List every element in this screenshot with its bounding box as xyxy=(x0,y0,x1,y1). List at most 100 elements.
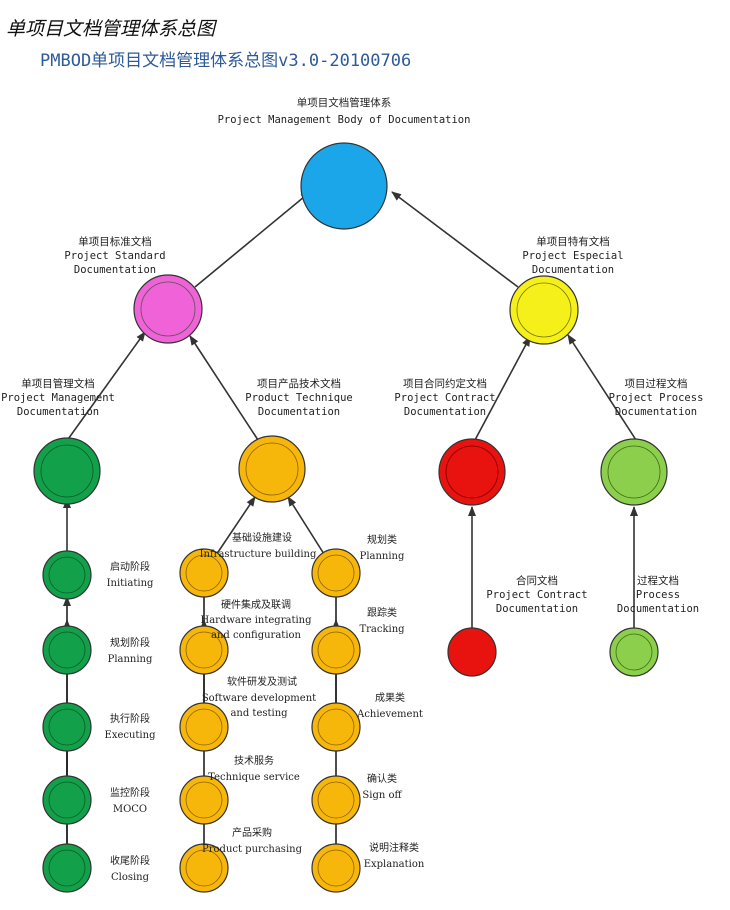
page-subheading: PMBOD单项目文档管理体系总图v3.0-20100706 xyxy=(40,51,412,71)
arrow-contract-to-especial xyxy=(474,336,531,441)
standard-node: 单项目标准文档 Project Standard Documentation xyxy=(64,235,203,344)
tech-item-label-zh: 软件研发及测试 xyxy=(227,675,297,688)
management-node: 单项目管理文档 Project Management Documentation xyxy=(1,377,115,505)
product-label-en1: Product Technique xyxy=(245,392,352,404)
category-item: 说明注释类 Explanation xyxy=(311,841,425,893)
process-doc-label-zh: 过程文档 xyxy=(637,574,679,587)
contract-doc-label-zh: 合同文档 xyxy=(516,574,558,587)
contract-label-zh: 项目合同约定文档 xyxy=(403,377,487,390)
process-node: 项目过程文档 Project Process Documentation xyxy=(600,377,704,506)
phase-label-en: Initiating xyxy=(107,578,154,589)
tech-item-label-zh: 基础设施建设 xyxy=(232,531,292,544)
contract-doc-label-en1: Project Contract xyxy=(486,589,587,601)
tech-item: 产品采购 Product purchasing xyxy=(179,826,303,893)
phase-label-zh: 收尾阶段 xyxy=(110,854,150,867)
arrow-product-to-standard xyxy=(189,335,259,441)
category-label-en: Tracking xyxy=(359,624,405,635)
phase-label-en: MOCO xyxy=(113,804,147,815)
especial-node: 单项目特有文档 Project Especial Documentation xyxy=(509,235,624,345)
tech-item-label-en1: Product purchasing xyxy=(202,844,303,855)
tech-item: 软件研发及测试 Software development and testing xyxy=(179,675,316,752)
phase-item: 执行阶段 Executing xyxy=(42,702,157,752)
product-label-en2: Documentation xyxy=(258,406,340,418)
phase-column: 启动阶段 Initiating 规划阶段 Planning 执行阶段 Execu… xyxy=(42,550,157,893)
tech-item-label-zh: 产品采购 xyxy=(232,826,272,839)
category-label-en: Explanation xyxy=(364,859,425,870)
phase-item: 监控阶段 MOCO xyxy=(42,775,150,825)
category-label-zh: 确认类 xyxy=(367,772,397,785)
process-doc-node: 过程文档 Process Documentation xyxy=(609,574,699,677)
standard-label-en1: Project Standard xyxy=(64,250,165,262)
phase-label-zh: 执行阶段 xyxy=(110,712,150,725)
contract-circle xyxy=(438,438,506,506)
especial-circle xyxy=(509,275,579,345)
connector-arrows xyxy=(63,191,638,650)
contract-doc-circle xyxy=(447,627,497,677)
phase-label-en: Planning xyxy=(108,654,153,665)
category-label-en: Planning xyxy=(360,551,405,562)
contract-node: 项目合同约定文档 Project Contract Documentation xyxy=(394,377,506,506)
category-column: 规划类 Planning 跟踪类 Tracking 成果类 Achievemen… xyxy=(311,533,425,893)
contract-label-en1: Project Contract xyxy=(394,392,495,404)
phase-label-zh: 监控阶段 xyxy=(110,786,150,799)
standard-circle xyxy=(133,274,203,344)
especial-label-zh: 单项目特有文档 xyxy=(536,235,610,248)
process-doc-label-en1: Process xyxy=(636,589,680,601)
page-heading: 单项目文档管理体系总图 xyxy=(6,18,216,40)
tech-item-label-en1: Software development xyxy=(202,693,316,704)
management-circle xyxy=(33,437,101,505)
category-item: 成果类 Achievement xyxy=(311,691,423,752)
category-label-en: Sign off xyxy=(362,790,402,801)
process-doc-label-en2: Documentation xyxy=(617,603,699,615)
tech-item-column: 基础设施建设 Infrastructure building 硬件集成及联调 H… xyxy=(179,531,317,893)
root-label-zh: 单项目文档管理体系 xyxy=(297,96,392,109)
management-label-zh: 单项目管理文档 xyxy=(21,377,95,390)
category-item: 确认类 Sign off xyxy=(311,772,402,825)
tech-item-label-en1: Hardware integrating xyxy=(200,615,312,626)
contract-label-en2: Documentation xyxy=(404,406,486,418)
category-label-en: Achievement xyxy=(356,709,423,720)
standard-label-en2: Documentation xyxy=(74,264,156,276)
management-label-en2: Documentation xyxy=(17,406,99,418)
root-label-en: Project Management Body of Documentation xyxy=(218,114,471,126)
process-label-en2: Documentation xyxy=(615,406,697,418)
phase-item: 规划阶段 Planning xyxy=(42,625,153,675)
tech-item-label-en2: and testing xyxy=(230,708,288,719)
process-label-zh: 项目过程文档 xyxy=(625,377,688,390)
category-item: 跟踪类 Tracking xyxy=(311,606,405,675)
product-label-zh: 项目产品技术文档 xyxy=(257,377,341,390)
tech-item-label-en1: Infrastructure building xyxy=(200,549,317,560)
phase-item: 收尾阶段 Closing xyxy=(42,843,150,893)
category-label-zh: 说明注释类 xyxy=(369,841,419,854)
tech-item-label-en2: and configuration xyxy=(211,630,302,641)
arrow-process-to-especial xyxy=(567,334,637,441)
tech-item-label-zh: 硬件集成及联调 xyxy=(221,598,291,611)
phase-label-en: Executing xyxy=(105,730,157,741)
management-label-en1: Project Management xyxy=(1,392,115,404)
tech-item-label-zh: 技术服务 xyxy=(234,754,274,767)
category-item: 规划类 Planning xyxy=(311,533,405,598)
phase-item: 启动阶段 Initiating xyxy=(42,550,154,600)
category-label-zh: 规划类 xyxy=(367,533,397,546)
phase-label-zh: 启动阶段 xyxy=(110,560,150,573)
process-label-en1: Project Process xyxy=(609,392,704,404)
product-node: 项目产品技术文档 Product Technique Documentation xyxy=(238,377,353,503)
root-node: 单项目文档管理体系 Project Management Body of Doc… xyxy=(218,96,471,230)
category-label-zh: 成果类 xyxy=(375,691,405,704)
arrow-especial-to-root xyxy=(391,191,519,288)
process-doc-circle xyxy=(609,627,659,677)
product-circle xyxy=(238,435,306,503)
root-circle xyxy=(300,142,388,230)
category-label-zh: 跟踪类 xyxy=(367,606,397,619)
tech-item-label-en1: Technique service xyxy=(208,772,300,783)
arrow-standard-to-root xyxy=(194,191,311,288)
standard-label-zh: 单项目标准文档 xyxy=(78,235,152,248)
phase-label-en: Closing xyxy=(111,872,150,883)
phase-label-zh: 规划阶段 xyxy=(110,636,150,649)
especial-label-en2: Documentation xyxy=(532,264,614,276)
especial-label-en1: Project Especial xyxy=(522,250,623,262)
contract-doc-label-en2: Documentation xyxy=(496,603,578,615)
tech-item: 基础设施建设 Infrastructure building xyxy=(179,531,317,598)
tech-item: 技术服务 Technique service xyxy=(179,754,300,825)
